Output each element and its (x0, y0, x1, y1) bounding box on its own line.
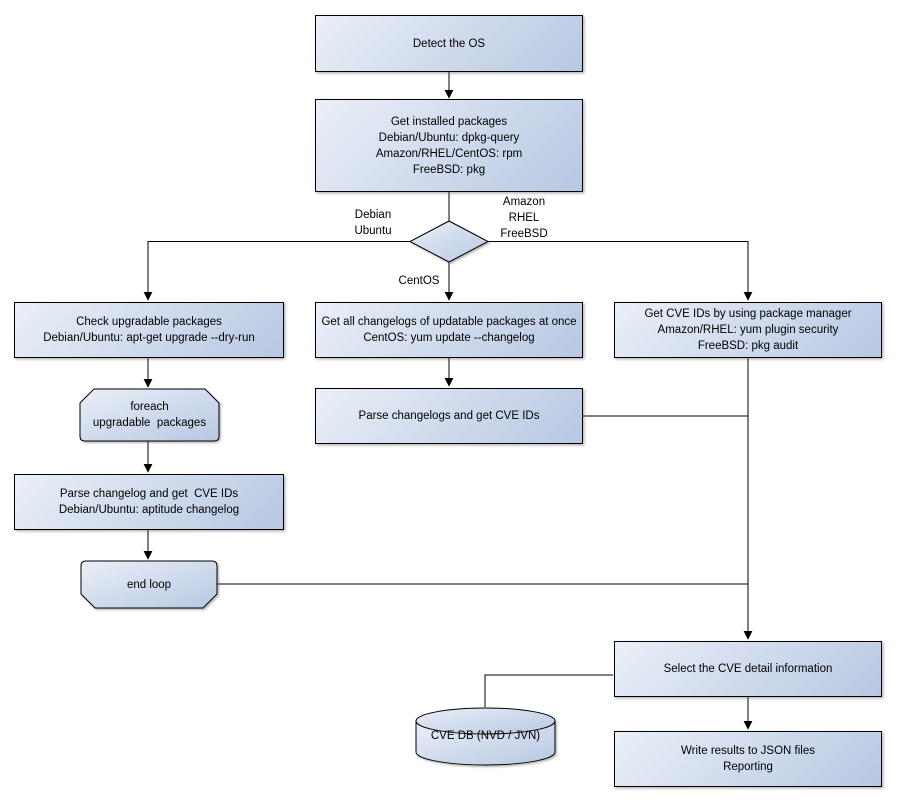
branch-label-debian-ubuntu: Debian Ubuntu (354, 209, 392, 237)
parse-changelogs-node: Parse changelogs and get CVE IDs (315, 388, 583, 444)
edge-cvedb-to-select (484, 674, 613, 707)
branch-label-amazon-rhel-freebsd: Amazon RHEL FreeBSD (500, 196, 548, 240)
foreach-loop-shape (79, 388, 220, 442)
foreach-loop-label: foreach upgradable packages (92, 401, 207, 429)
get-installed-packages-node: Get installed packages Debian/Ubuntu: dp… (315, 99, 583, 192)
get-all-changelogs-node: Get all changelogs of updatable packages… (315, 302, 583, 358)
end-loop-shape (80, 560, 218, 609)
check-upgradable-packages-node: Check upgradable packages Debian/Ubuntu:… (14, 302, 284, 358)
select-cve-detail-node: Select the CVE detail information (614, 641, 882, 697)
end-loop-label: end loop (126, 578, 172, 591)
get-cve-ids-package-manager-node: Get CVE IDs by using package manager Ama… (614, 302, 882, 358)
branch-label-centos: CentOS (398, 275, 440, 287)
edge-decision-to-left (143, 241, 410, 301)
cve-db-label: CVE DB (NVD / JVN) (430, 730, 541, 742)
os-decision-diamond (408, 220, 490, 263)
edge-decision-to-right (488, 241, 753, 301)
detect-os-node: Detect the OS (315, 15, 583, 72)
cve-db-cylinder (415, 707, 556, 766)
parse-changelog-debian-node: Parse changelog and get CVE IDs Debian/U… (14, 474, 284, 530)
write-results-node: Write results to JSON files Reporting (614, 731, 882, 787)
